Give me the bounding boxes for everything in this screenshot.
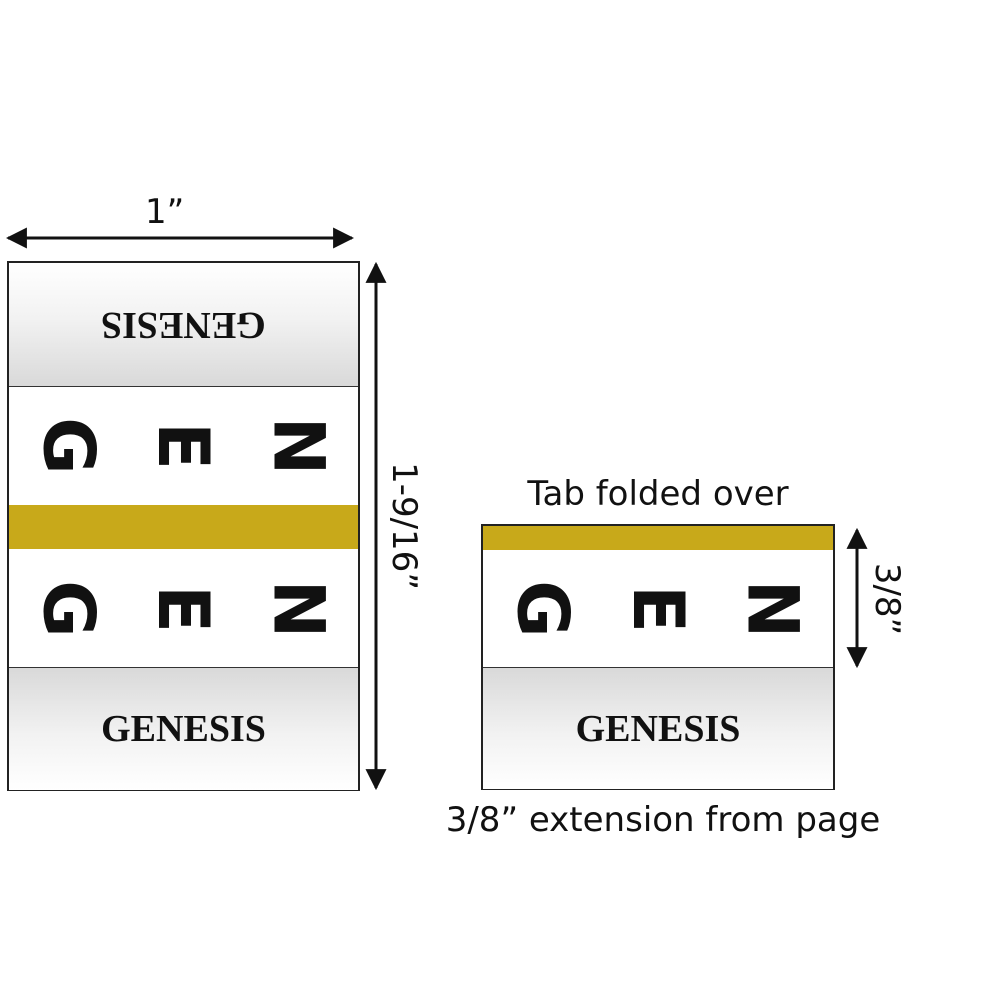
small-height-label: 3/8” bbox=[867, 562, 907, 636]
gen-letter-n: N bbox=[256, 416, 339, 475]
gen-letter-e: E bbox=[616, 585, 699, 633]
gen-letter-e: E bbox=[141, 421, 224, 470]
gen-row-lower: G E N bbox=[9, 551, 358, 666]
gen-letter-e: E bbox=[141, 584, 224, 633]
height-label: 1-9/16” bbox=[384, 462, 424, 590]
folded-label-bottom-text: GENESIS bbox=[575, 707, 741, 750]
gen-row-upper: G E N bbox=[9, 388, 358, 503]
gen-letter-g: G bbox=[501, 580, 584, 638]
gen-row-folded: G E N bbox=[483, 552, 833, 666]
full-label: GENESIS G E N G E N GENESIS bbox=[7, 261, 360, 791]
width-label: 1” bbox=[145, 192, 185, 232]
gen-letter-g: G bbox=[27, 579, 110, 638]
full-label-bottom-section: GENESIS bbox=[9, 667, 358, 790]
gen-letter-n: N bbox=[731, 579, 814, 639]
color-band bbox=[9, 505, 358, 549]
full-label-top-text: GENESIS bbox=[101, 303, 266, 346]
color-band bbox=[483, 526, 833, 550]
folded-label-bottom-section: GENESIS bbox=[483, 667, 833, 789]
full-label-bottom-text: GENESIS bbox=[101, 708, 266, 750]
full-label-top-section: GENESIS bbox=[9, 263, 358, 387]
gen-letter-g: G bbox=[27, 416, 110, 475]
extension-caption: 3/8” extension from page bbox=[445, 800, 881, 840]
gen-letter-n: N bbox=[256, 579, 339, 638]
folded-label: G E N GENESIS bbox=[481, 524, 835, 790]
fold-caption: Tab folded over bbox=[527, 474, 789, 514]
